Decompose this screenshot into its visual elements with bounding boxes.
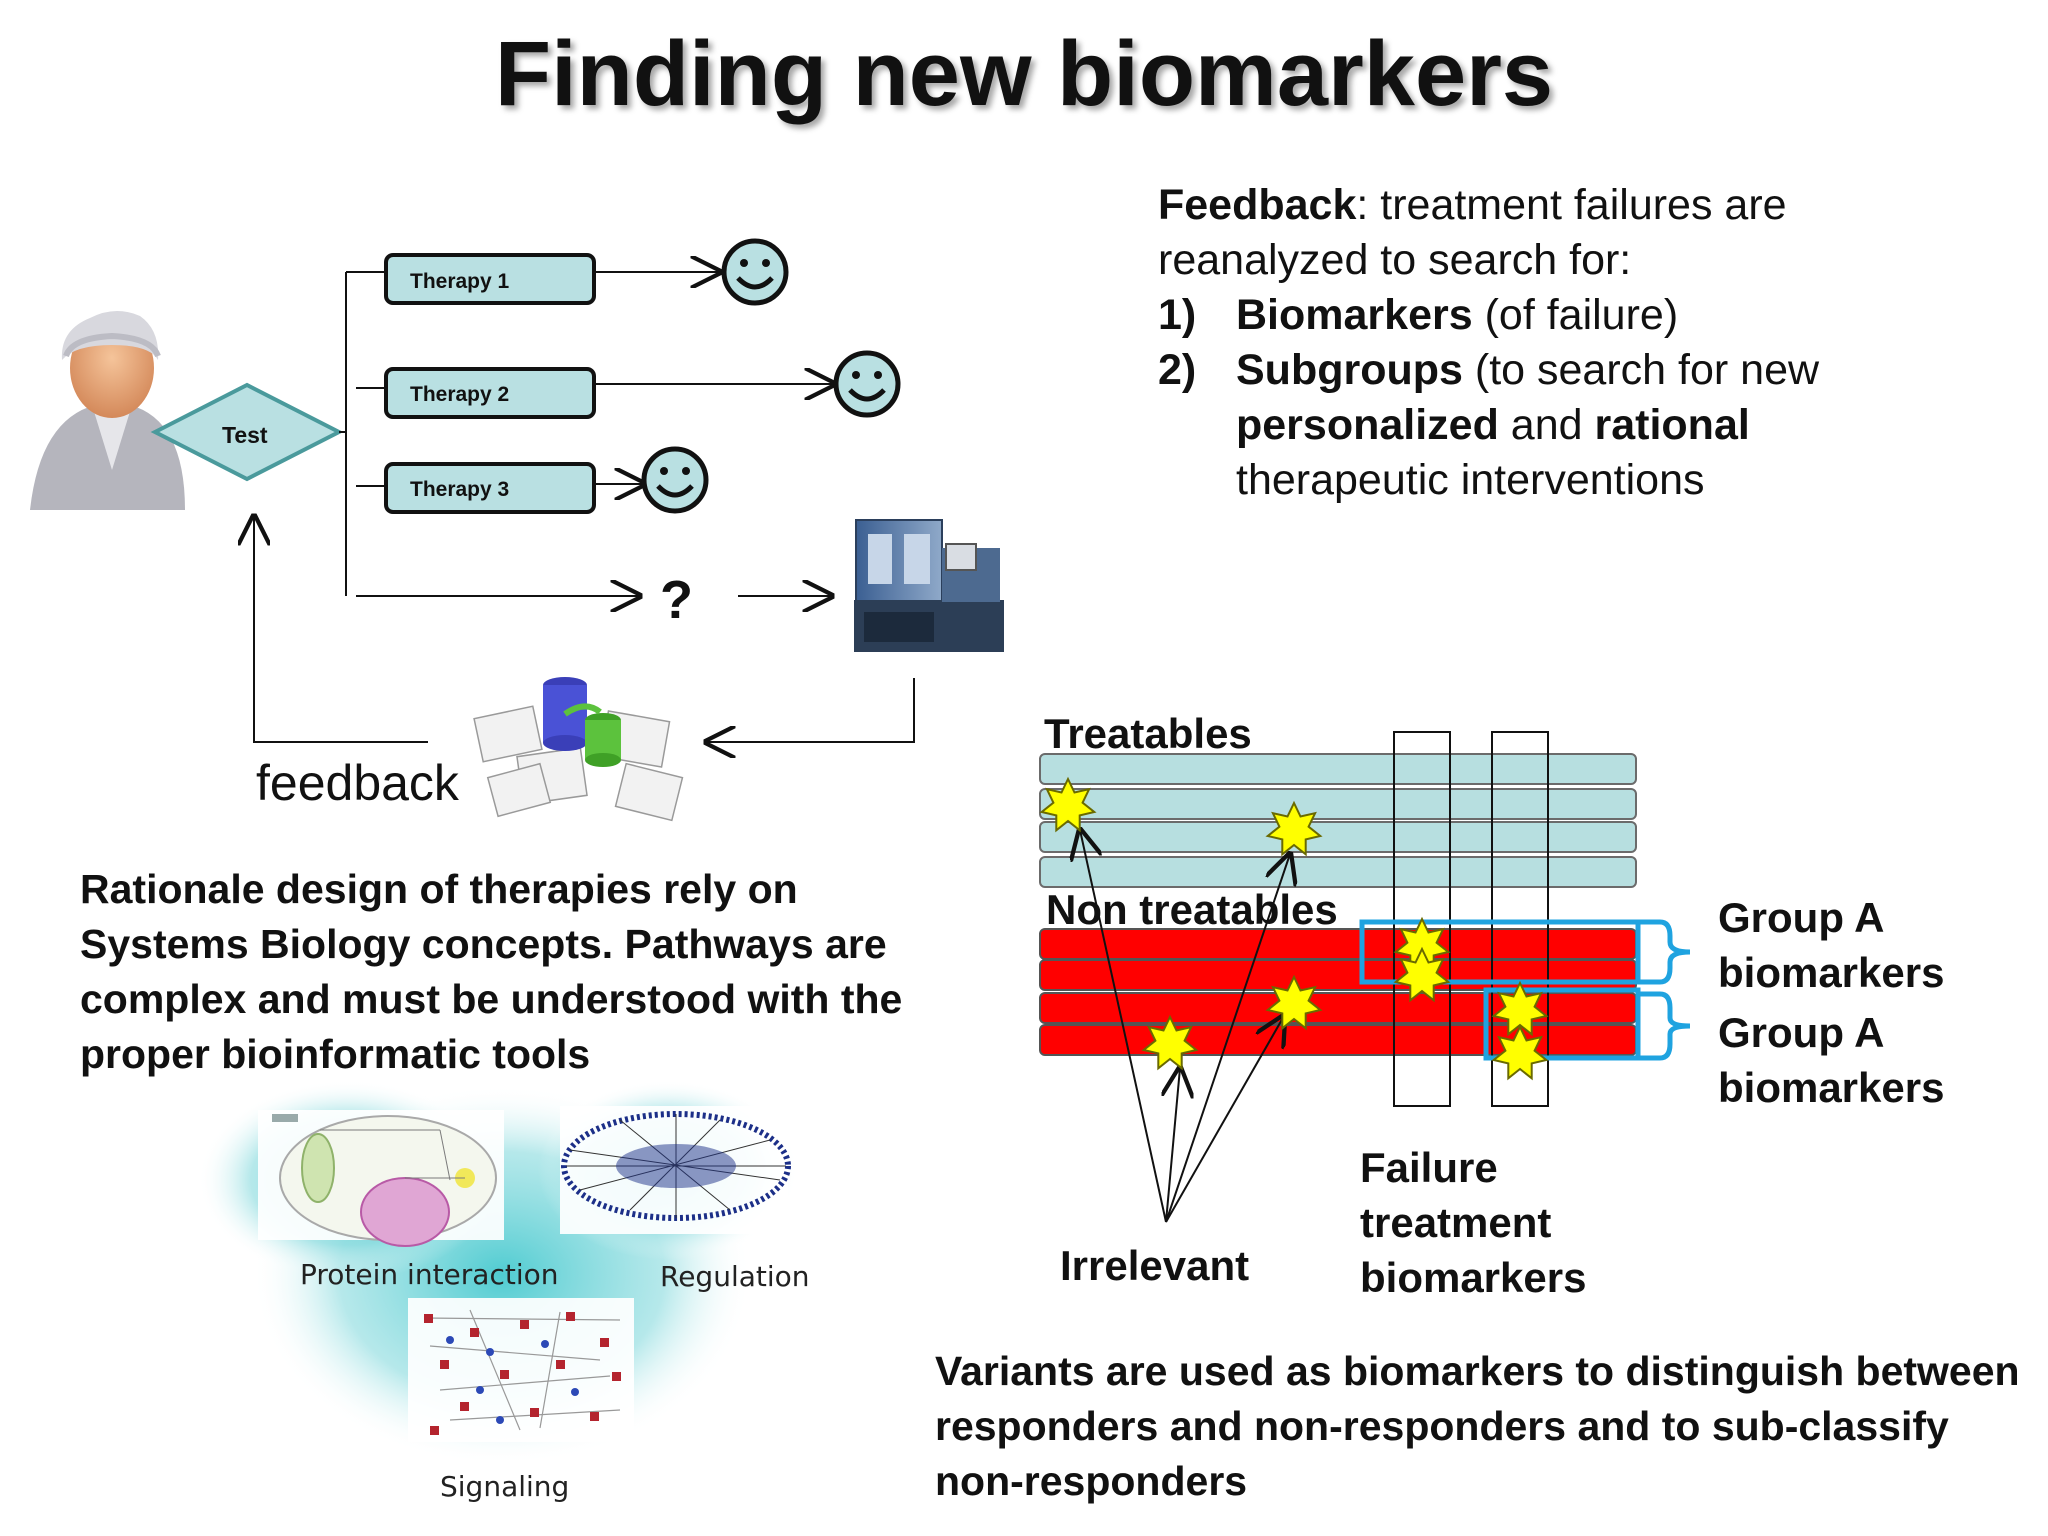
unknown-outcome-label: ? [660,570,693,630]
regulation-image [560,1106,791,1234]
non-treatables-label: Non treatables [1046,886,1338,933]
non-treatable-bar [1039,992,1637,1024]
feedback-item-1: 1) Biomarkers (of failure) [1158,288,1978,343]
test-label: Test [222,422,268,448]
item-1-bold: Biomarkers [1236,291,1473,339]
non-treatable-bar [1039,959,1637,991]
item-2-tail: therapeutic interventions [1236,456,1705,504]
item-2-rest: (to search for new [1462,346,1820,394]
therapy-1-label: Therapy 1 [410,270,510,293]
database-icon [473,677,684,822]
item-2-bold: Subgroups [1236,346,1463,394]
feedback-lead-bold: Feedback [1158,181,1357,229]
branch-lines [254,272,915,742]
smiley-icon-1 [721,238,789,306]
biomarker-star-icon [1491,1024,1549,1081]
biomarker-star-icon [1039,776,1097,833]
group-a-bracket-2 [1640,991,1691,1061]
page-title: Finding new biomarkers [494,23,1554,125]
treatable-bar [1039,753,1637,785]
item-1-number: 1) [1158,291,1197,339]
item-2-number: 2) [1158,346,1197,394]
feedback-lead-rest: : treatment failures are reanalyzed to s… [1158,181,1787,284]
biomarker-chart [1039,731,1691,1223]
biomarker-star-icon [1393,946,1451,1003]
failure-column [1393,731,1451,1107]
item-2-rational: rational [1594,401,1750,449]
doctor-icon [30,310,185,510]
regulation-label: Regulation [660,1260,810,1293]
group-a-label-2: Group A biomarkers [1718,1009,1945,1111]
therapy-box-1 [384,253,596,305]
group-a-label-1: Group A biomarkers [1718,894,1945,996]
group-a-box-2 [1483,987,1641,1061]
therapy-box-2 [384,367,596,419]
irrelevant-label: Irrelevant [1060,1242,1249,1289]
signaling-image [408,1298,634,1442]
smiley-icon-2 [833,350,901,418]
therapy-3-label: Therapy 3 [410,478,509,501]
signaling-label: Signaling [440,1470,569,1503]
therapy-box-3 [384,462,596,514]
non-treatable-bar [1039,928,1637,960]
biomarker-star-icon [1265,974,1323,1031]
protein-interaction-image [258,1110,504,1247]
group-a-bracket-1 [1640,919,1691,985]
item-2-and: and [1498,401,1595,449]
treatable-bar [1039,856,1637,888]
rationale-text: Rationale design of therapies rely on Sy… [80,866,903,1077]
protein-interaction-label: Protein interaction [300,1258,558,1291]
variants-text: Variants are used as biomarkers to disti… [935,1348,2020,1504]
treatable-bar [1039,821,1637,853]
group-a-box-1 [1359,919,1641,985]
treatable-bar [1039,788,1637,820]
non-treatable-bar [1039,1024,1637,1056]
biomarker-star-icon [1265,800,1323,857]
feedback-item-2: 2) Subgroups (to search for new personal… [1158,343,1978,508]
biomarker-star-icon [1141,1014,1199,1071]
treatables-label: Treatables [1044,710,1252,757]
feedback-label: feedback [256,755,460,811]
failure-column [1491,731,1549,1107]
sequencer-machine-icon [854,519,1004,652]
therapy-2-label: Therapy 2 [410,383,509,406]
biomarker-stars [1039,776,1549,1081]
item-1-rest: (of failure) [1472,291,1679,339]
feedback-description: Feedback: treatment failures are reanaly… [1158,178,1978,508]
smiley-icon-3 [641,446,709,514]
failure-treatment-label: Failure treatment biomarkers [1360,1144,1587,1301]
networks-panel [198,1080,798,1465]
item-2-personalized: personalized [1236,401,1499,449]
